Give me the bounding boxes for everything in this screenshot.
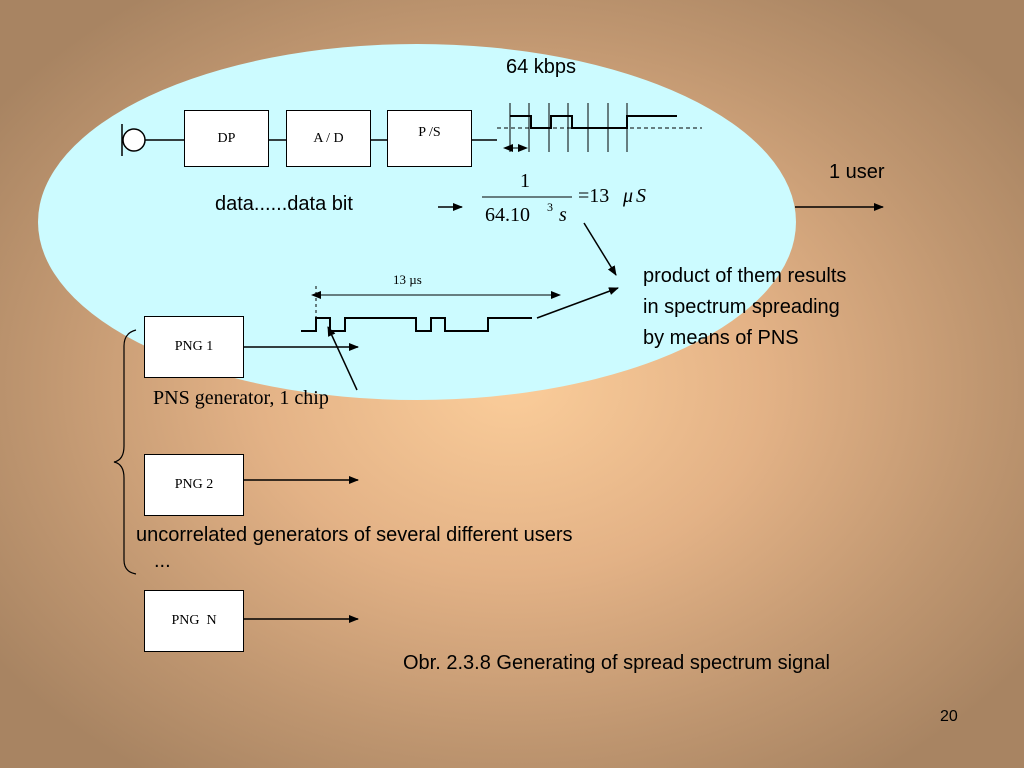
data-label: data......data bit — [215, 193, 353, 215]
left-brace — [113, 329, 137, 575]
ps-block: P /S — [387, 110, 472, 167]
formula-to-product-arrow — [583, 222, 617, 276]
dp-block: DP — [184, 110, 269, 167]
uncorrelated-label: uncorrelated generators of several diffe… — [136, 524, 573, 546]
formula-denominator: 64.10 — [485, 204, 530, 226]
pns-label-arrow — [327, 326, 358, 391]
formula-result-unit: S — [636, 185, 646, 207]
ellipsis: ... — [154, 550, 171, 572]
data-bit-waveform — [510, 115, 677, 129]
product-text-line-3: by means of PNS — [643, 327, 799, 349]
microphone-icon — [121, 124, 146, 156]
chip-waveform — [301, 317, 532, 332]
png-n-block: PNG N — [144, 590, 244, 652]
page-number: 20 — [940, 708, 958, 725]
chips-to-product-arrow — [536, 287, 619, 319]
formula-exponent: 3 — [547, 200, 553, 214]
formula-result: =13 — [578, 185, 610, 207]
formula-numerator: 1 — [520, 170, 530, 192]
user-label: 1 user — [829, 161, 885, 183]
rate-label: 64 kbps — [506, 56, 577, 78]
png-2-block: PNG 2 — [144, 454, 244, 516]
product-text-line-2: in spectrum spreading — [643, 296, 840, 318]
png-1-block: PNG 1 — [144, 316, 244, 378]
formula-unit: s — [559, 204, 567, 226]
pns-label: PNS generator, 1 chip — [153, 387, 329, 409]
figure-caption: Obr. 2.3.8 Generating of spread spectrum… — [403, 652, 830, 674]
product-text-line-1: product of them results — [643, 265, 847, 287]
ad-block: A / D — [286, 110, 371, 167]
formula-mu: μ — [623, 185, 634, 207]
chip-duration-label: 13 µs — [393, 272, 422, 287]
